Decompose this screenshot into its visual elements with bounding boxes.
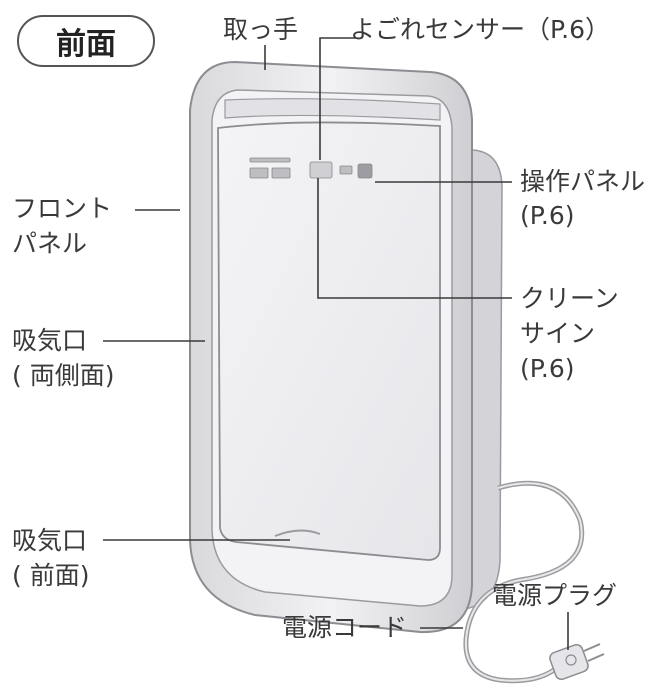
label-front-panel-2: パネル: [12, 229, 88, 258]
label-front-panel: フロント: [12, 194, 113, 223]
label-front-intake: 吸気口: [12, 526, 88, 555]
front-intake-slot: [274, 529, 321, 537]
label-clean-sign-2: サイン: [520, 319, 596, 348]
label-clean-sign: クリーン: [520, 284, 619, 313]
leader-lines: [103, 37, 569, 650]
front-panel-shape: [217, 121, 441, 561]
label-front-intake-2: ( 前面): [12, 561, 90, 590]
label-power-plug: 電源プラグ: [492, 581, 618, 610]
label-side-intake: 吸気口: [12, 326, 88, 355]
label-control-panel: 操作パネル: [520, 167, 646, 196]
section-badge: 前面: [17, 15, 155, 67]
label-dirt-sensor: よごれセンサー（P.6）: [350, 15, 611, 44]
label-control-panel-page: (P.6): [520, 201, 575, 230]
power-plug-graphic: [549, 643, 605, 681]
label-handle: 取っ手: [223, 15, 299, 44]
control-panel-graphic: [249, 157, 373, 179]
label-power-cord: 電源コード: [282, 613, 408, 642]
label-side-intake-2: ( 両側面): [12, 361, 115, 390]
label-clean-sign-page: (P.6): [520, 354, 575, 383]
handle-grip: [224, 98, 441, 121]
